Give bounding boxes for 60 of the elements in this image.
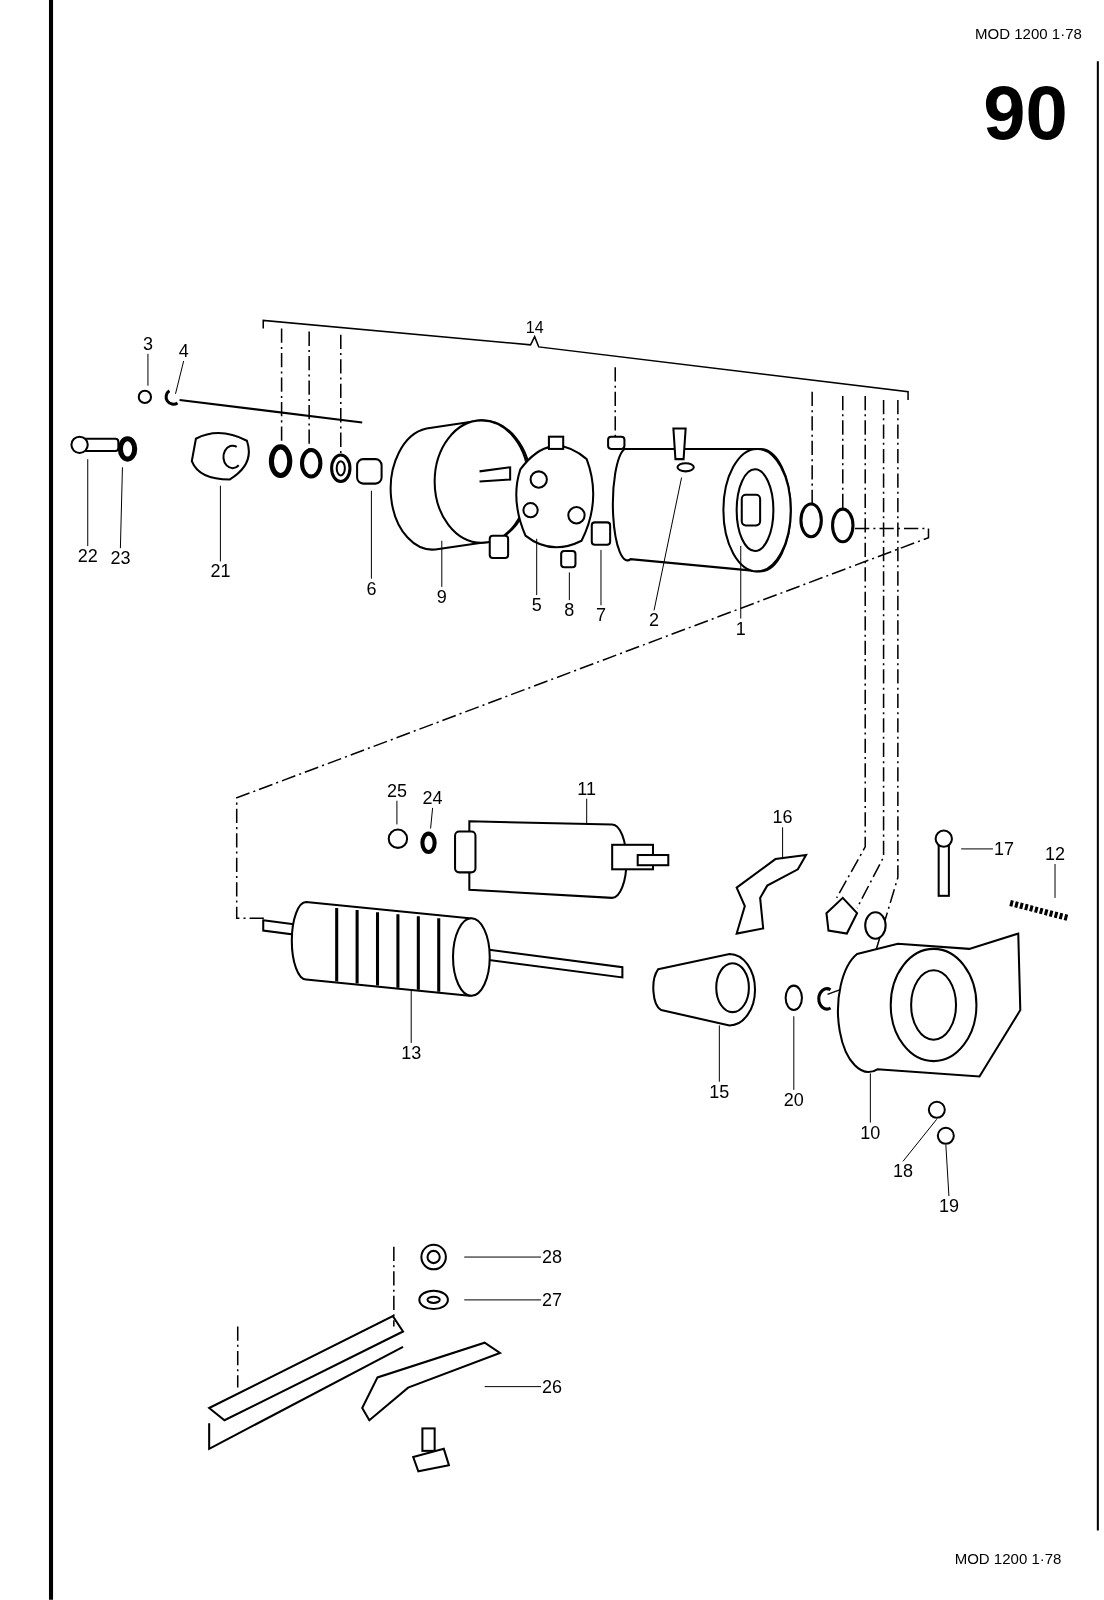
leader-line — [410, 989, 412, 1044]
callout-number: 20 — [782, 1089, 805, 1110]
leader-line — [87, 458, 89, 547]
callout-number: 16 — [771, 807, 794, 828]
callout-number: 17 — [993, 838, 1015, 859]
leader-line — [370, 490, 372, 580]
callout-number: 11 — [576, 778, 598, 799]
leader-line — [484, 1386, 542, 1388]
leader-line — [536, 538, 538, 596]
callout-number: 13 — [400, 1042, 423, 1063]
nut-drawing — [936, 1126, 955, 1145]
callout-number: 23 — [109, 548, 132, 569]
callout-number: 27 — [541, 1289, 563, 1310]
callout-number: 26 — [541, 1376, 563, 1397]
leader-line — [568, 571, 570, 601]
leader-line — [902, 1118, 938, 1162]
callout-number: 3 — [141, 333, 154, 354]
leader-line — [960, 848, 994, 850]
callout-number: 24 — [421, 787, 444, 808]
callout-number: 14 — [525, 318, 544, 337]
page-reference: MOD 1200 1·78 — [975, 24, 1082, 42]
leader-line — [740, 545, 742, 619]
leader-line — [175, 360, 185, 395]
callout-number: 18 — [891, 1161, 914, 1182]
callout-number: 7 — [594, 605, 607, 626]
callout-number: 15 — [708, 1081, 731, 1102]
leader-line — [396, 800, 398, 825]
leader-line — [219, 485, 221, 562]
callout-number: 22 — [76, 546, 99, 567]
callout-number: 12 — [1044, 844, 1067, 864]
callout-number: 28 — [541, 1247, 563, 1268]
callout-number: 8 — [563, 600, 576, 621]
leader-line — [600, 549, 602, 606]
leader-line — [586, 798, 588, 825]
nut-drawing — [927, 1100, 946, 1120]
leader-line — [793, 1015, 795, 1091]
callout-number: 21 — [209, 561, 232, 582]
callout-number: 6 — [365, 578, 378, 599]
callout-number: 10 — [859, 1122, 882, 1143]
page-number: 90 — [983, 68, 1068, 156]
leader-line — [718, 1024, 720, 1083]
callout-number: 9 — [435, 586, 448, 607]
callout-number: 1 — [734, 618, 747, 639]
leader-line — [119, 466, 123, 549]
callout-number: 4 — [177, 341, 190, 361]
leader-line — [441, 540, 443, 588]
leader-line — [945, 1144, 950, 1197]
leader-line — [147, 353, 149, 387]
leader-line — [463, 1256, 542, 1258]
leader-line — [1054, 863, 1056, 899]
callout-number: 25 — [385, 780, 408, 801]
leader-line — [869, 1072, 871, 1124]
leader-line — [430, 807, 434, 829]
leader-line — [782, 826, 784, 860]
callout-number: 19 — [937, 1196, 960, 1217]
callout-number: 2 — [648, 610, 661, 631]
leader-line — [653, 477, 683, 611]
callout-number: 5 — [530, 595, 543, 616]
leader-line — [463, 1299, 542, 1301]
page-reference: MOD 1200 1·78 — [954, 1549, 1062, 1567]
